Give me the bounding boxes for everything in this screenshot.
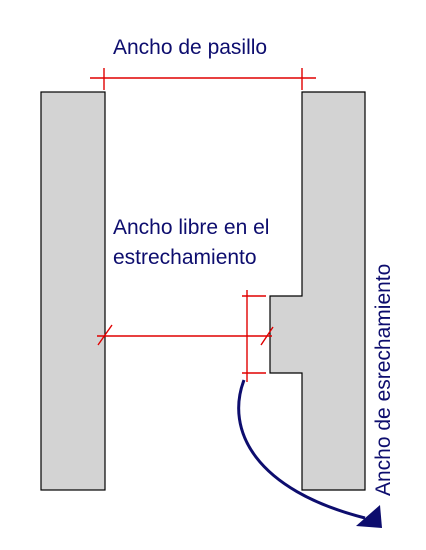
clear-width-label-line2: estrechamiento — [113, 246, 257, 269]
curved-arrow — [237, 379, 366, 520]
clear-width-dimension — [97, 324, 274, 346]
arrow-head — [356, 505, 382, 528]
narrowing-width-label: Ancho de esrechamiento — [372, 264, 395, 496]
clear-width-label-line1: Ancho libre en el — [113, 216, 269, 239]
narrowing-length-dimension — [242, 290, 266, 382]
corridor-width-dimension — [90, 68, 316, 90]
right-wall-with-narrowing — [269, 91, 366, 491]
corridor-width-label: Ancho de pasillo — [113, 36, 267, 59]
left-wall — [40, 91, 106, 491]
